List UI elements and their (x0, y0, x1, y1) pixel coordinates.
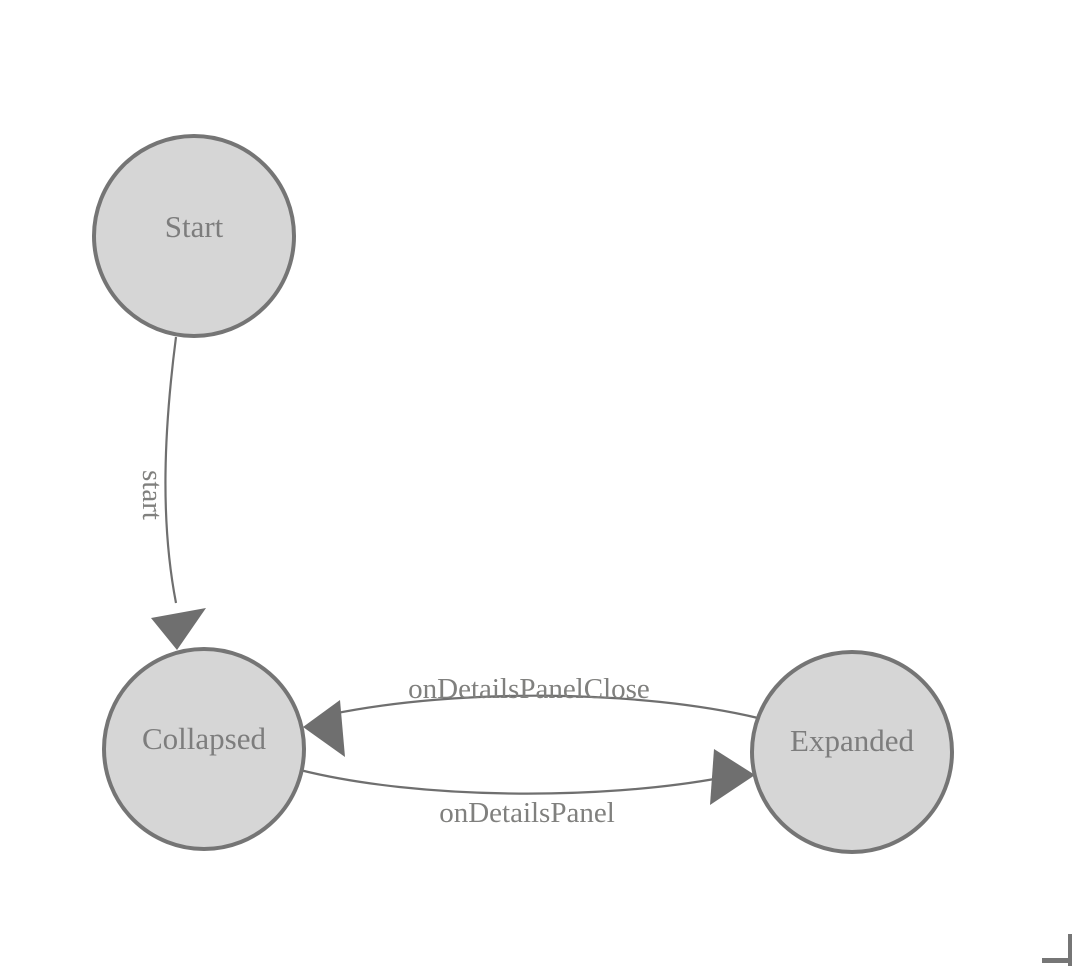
edge-path-start-to-collapsed (164, 336, 178, 604)
node-start[interactable]: Start (92, 134, 296, 338)
edge-label-on-details-panel: onDetailsPanel (439, 797, 615, 829)
edge-label-start: start (136, 470, 168, 520)
edge-collapsed-to-expanded[interactable] (299, 749, 755, 805)
edge-path-collapsed-to-expanded (299, 768, 721, 795)
node-start-circle (92, 134, 296, 338)
corner-bracket-horizontal (1042, 958, 1072, 963)
corner-bracket-vertical (1068, 934, 1072, 966)
node-collapsed-circle (102, 647, 306, 851)
node-collapsed[interactable]: Collapsed (102, 647, 306, 851)
corner-bracket-mark (1042, 934, 1072, 966)
node-expanded-label: Expanded (790, 723, 914, 758)
arrow-head-into-collapsed (151, 608, 206, 650)
node-expanded-circle (750, 650, 954, 854)
node-collapsed-label: Collapsed (142, 721, 266, 756)
edge-path-expanded-to-collapsed (331, 694, 759, 720)
arrow-head-into-collapsed-left (303, 700, 345, 757)
node-expanded[interactable]: Expanded (750, 650, 954, 854)
node-start-label: Start (165, 209, 224, 244)
edge-expanded-to-collapsed[interactable] (303, 694, 759, 757)
edge-label-on-details-panel-close: onDetailsPanelClose (408, 673, 650, 705)
edge-start-to-collapsed[interactable] (151, 336, 206, 650)
arrow-head-into-expanded (710, 749, 755, 805)
